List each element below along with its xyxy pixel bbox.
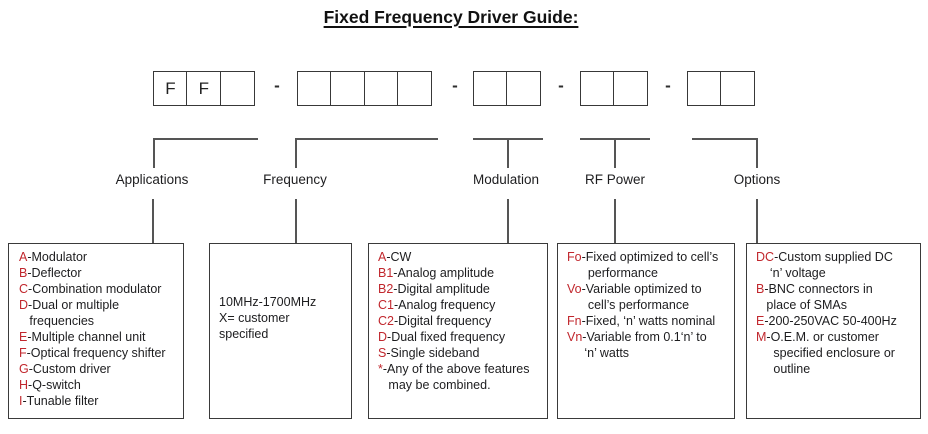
frequency-range-box: 10MHz-1700MHz X= customer specified — [209, 243, 352, 419]
code-letter: Vo — [567, 282, 582, 296]
connector-line — [756, 138, 758, 168]
part-number-group-modulation — [473, 71, 542, 106]
code-letter: D — [378, 330, 388, 344]
list-item: C2-Digital frequency — [378, 314, 492, 328]
list-item: E-200-250VAC 50-400Hz — [756, 314, 897, 328]
part-number-cell — [330, 71, 366, 106]
list-item: E-Multiple channel unit — [19, 330, 146, 344]
part-number-group-rf-power — [580, 71, 649, 106]
list-item: Vn-Variable from 0.1‘n’ to ‘n’ watts — [567, 330, 707, 360]
part-number-cell — [396, 71, 432, 106]
code-letter: M — [756, 330, 767, 344]
label-frequency: Frequency — [263, 172, 327, 187]
connector-line — [295, 199, 297, 243]
list-item: *-Any of the above features may be combi… — [378, 362, 530, 392]
label-applications: Applications — [115, 172, 189, 187]
code-letter: F — [19, 346, 27, 360]
list-item: Fn-Fixed, ‘n’ watts nominal — [567, 314, 716, 328]
part-number-cell — [297, 71, 332, 106]
code-letter: C2 — [378, 314, 394, 328]
code-letter: G — [19, 362, 29, 376]
separator-dash: - — [665, 76, 671, 95]
separator-dash: - — [452, 76, 458, 95]
part-number-cell — [580, 71, 615, 106]
list-item: D-Dual or multiple frequencies — [19, 298, 120, 328]
part-number-cell — [687, 71, 722, 106]
connector-line — [295, 138, 297, 168]
code-letter: Vn — [567, 330, 583, 344]
part-number-cell — [720, 71, 756, 106]
list-item: H-Q-switch — [19, 378, 81, 392]
code-letter: Fo — [567, 250, 582, 264]
separator-dash: - — [558, 76, 564, 95]
part-number-cell — [506, 71, 542, 106]
code-letter: B1 — [378, 266, 394, 280]
connector-line — [756, 199, 758, 243]
part-number-cell: F — [186, 71, 222, 106]
code-letter: Fn — [567, 314, 582, 328]
applications-codes-box: A-Modulator B-Deflector C-Combination mo… — [8, 243, 184, 419]
part-number-group-applications: F F — [153, 71, 255, 106]
connector-line — [614, 199, 616, 243]
connector-line — [507, 138, 509, 168]
part-number-group-frequency — [297, 71, 432, 106]
code-letter: E — [756, 314, 765, 328]
connector-line — [295, 138, 438, 140]
part-number-cell — [473, 71, 508, 106]
connector-line — [692, 138, 758, 140]
part-number-group-options — [687, 71, 756, 106]
list-item: I-Tunable filter — [19, 394, 99, 408]
list-item: B1-Analog amplitude — [378, 266, 495, 280]
list-item: F-Optical frequency shifter — [19, 346, 166, 360]
code-letter: A — [19, 250, 28, 264]
modulation-codes-box: A-CW B1-Analog amplitude B2-Digital ampl… — [368, 243, 548, 419]
list-item: D-Dual fixed frequency — [378, 330, 506, 344]
connector-line — [152, 199, 154, 243]
code-letter: B — [756, 282, 765, 296]
code-letter: A — [378, 250, 387, 264]
code-letter: H — [19, 378, 29, 392]
code-letter: I — [19, 394, 23, 408]
frequency-range-text: 10MHz-1700MHz X= customer specified — [219, 295, 317, 341]
code-letter: B2 — [378, 282, 394, 296]
label-options: Options — [733, 172, 781, 187]
list-item: C1-Analog frequency — [378, 298, 496, 312]
list-item: Vo-Variable optimized to cell’s performa… — [567, 282, 702, 312]
code-letter: C1 — [378, 298, 394, 312]
code-letter: S — [378, 346, 387, 360]
list-item: A-CW — [378, 250, 412, 264]
part-number-cell — [613, 71, 649, 106]
list-item: Fo-Fixed optimized to cell’s performance — [567, 250, 719, 280]
list-item: C-Combination modulator — [19, 282, 162, 296]
part-number-cell: F — [153, 71, 188, 106]
options-codes-box: DC-Custom supplied DC ‘n’ voltage B-BNC … — [746, 243, 921, 419]
list-item: DC-Custom supplied DC ‘n’ voltage — [756, 250, 893, 280]
part-number-cell — [363, 71, 399, 106]
list-item: A-Modulator — [19, 250, 88, 264]
list-item: B-Deflector — [19, 266, 82, 280]
connector-line — [153, 138, 155, 168]
code-letter: DC — [756, 250, 775, 264]
list-item: S-Single sideband — [378, 346, 480, 360]
part-number-cell — [219, 71, 255, 106]
connector-line — [614, 138, 616, 168]
code-letter: E — [19, 330, 28, 344]
label-modulation: Modulation — [472, 172, 540, 187]
code-letter: C — [19, 282, 29, 296]
connector-line — [507, 199, 509, 243]
list-item: B-BNC connectors in place of SMAs — [756, 282, 873, 312]
label-rf-power: RF Power — [584, 172, 646, 187]
code-letter: * — [378, 362, 383, 376]
rf-power-codes-box: Fo-Fixed optimized to cell’s performance… — [557, 243, 735, 419]
code-letter: D — [19, 298, 29, 312]
connector-line — [153, 138, 258, 140]
list-item: B2-Digital amplitude — [378, 282, 490, 296]
list-item: G-Custom driver — [19, 362, 111, 376]
separator-dash: - — [274, 76, 280, 95]
list-item: M-O.E.M. or customer specified enclosure… — [756, 330, 895, 376]
page-title: Fixed Frequency Driver Guide: — [323, 7, 579, 27]
code-letter: B — [19, 266, 28, 280]
